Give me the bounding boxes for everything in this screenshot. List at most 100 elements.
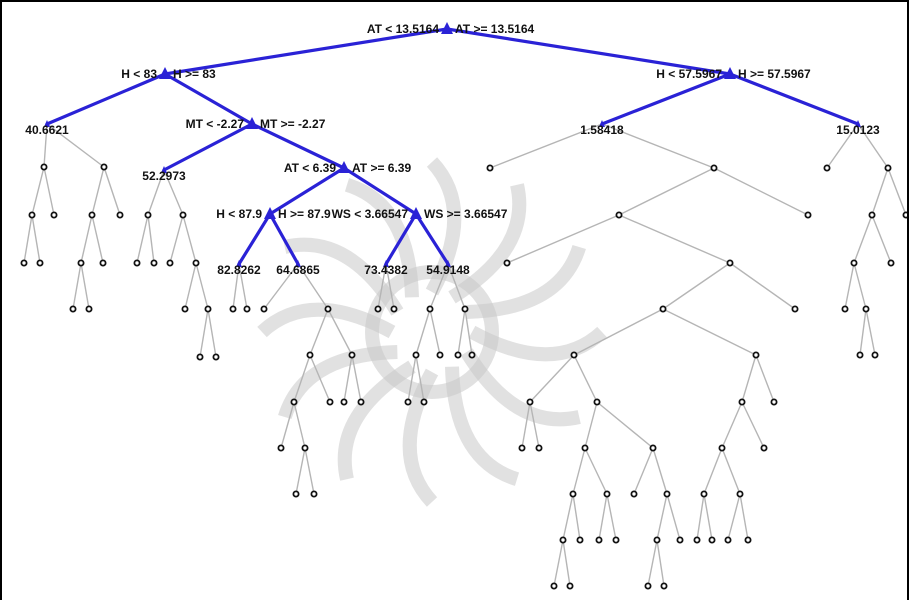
- tree-edge: [633, 447, 654, 495]
- tree-edge: [521, 401, 531, 449]
- tree-node: [420, 398, 428, 406]
- tree-node: [192, 259, 200, 267]
- highlight-edge: [268, 166, 346, 216]
- tree-node: [902, 211, 907, 219]
- tree-edge: [163, 169, 184, 216]
- tree-edge: [713, 167, 809, 216]
- tree-edge: [562, 493, 574, 541]
- tree-edge: [647, 539, 658, 587]
- tree-node: [856, 351, 864, 359]
- tree-edge: [739, 493, 749, 541]
- tree-edge: [429, 263, 449, 310]
- tree-node: [612, 536, 620, 544]
- tree-node: [503, 259, 511, 267]
- tree-edge: [385, 263, 395, 310]
- split-node-icon: [724, 67, 736, 79]
- tree-node: [676, 536, 684, 544]
- tree-node: [436, 351, 444, 359]
- tree-edge: [377, 263, 387, 310]
- tree-node: [179, 211, 187, 219]
- tree-edge: [207, 308, 217, 358]
- tree-node: [461, 305, 469, 313]
- highlight-edge: [45, 72, 167, 126]
- tree-node: [744, 536, 752, 544]
- split-node-icon: [338, 161, 350, 173]
- tree-edge: [407, 354, 417, 403]
- tree-edge: [741, 354, 757, 403]
- split-node-icon: [264, 207, 276, 219]
- tree-edge: [80, 214, 93, 264]
- split-node-icon: [159, 67, 171, 79]
- tree-node: [718, 444, 726, 452]
- tree-edge: [584, 447, 608, 495]
- tree-node: [28, 211, 36, 219]
- tree-edge: [31, 166, 45, 216]
- leaf-node-icon: [44, 120, 50, 127]
- tree-node: [550, 582, 558, 590]
- tree-node: [581, 444, 589, 452]
- tree-edge: [147, 214, 155, 264]
- highlight-edge: [163, 72, 254, 126]
- tree-edge: [727, 493, 741, 541]
- tree-node: [659, 305, 667, 313]
- tree-node: [204, 305, 212, 313]
- tree-edge: [721, 447, 741, 495]
- tree-edge: [415, 308, 431, 356]
- highlight-edge: [163, 27, 449, 76]
- leaf-value-label: 1.58418: [580, 123, 624, 137]
- tree-edge: [43, 166, 55, 216]
- tree-edge: [703, 447, 723, 495]
- split-label-right: WS >= 3.66547: [424, 207, 508, 221]
- tree-node: [570, 351, 578, 359]
- tree-nodes: [20, 22, 907, 590]
- tree-edge: [656, 539, 665, 587]
- tree-edge: [871, 214, 892, 264]
- tree-edge: [662, 262, 731, 310]
- leaf-node-icon: [445, 260, 451, 267]
- leaf-node-icon: [295, 260, 301, 267]
- tree-edge: [297, 263, 329, 310]
- tree-node: [326, 398, 334, 406]
- tree-edge: [584, 401, 598, 449]
- tree-node: [340, 398, 348, 406]
- tree-node: [708, 536, 716, 544]
- tree-node: [841, 305, 849, 313]
- tree-node: [301, 444, 309, 452]
- highlight-edge: [384, 212, 418, 266]
- leaf-node-icon: [599, 120, 605, 127]
- mandala-watermark-icon: [257, 157, 607, 507]
- tree-edge: [729, 262, 796, 310]
- tree-node: [69, 305, 77, 313]
- tree-node: [77, 259, 85, 267]
- tree-node: [404, 398, 412, 406]
- tree-edge: [327, 308, 353, 356]
- leaf-value-label: 40.6621: [25, 123, 69, 137]
- tree-node: [862, 305, 870, 313]
- tree-edge: [857, 123, 889, 169]
- tree-edge: [826, 123, 859, 169]
- tree-node: [535, 444, 543, 452]
- tree-node: [760, 444, 768, 452]
- split-node-icon: [441, 22, 453, 34]
- tree-edge: [415, 354, 425, 403]
- tree-edge: [562, 539, 571, 587]
- tree-edge: [293, 401, 306, 449]
- tree-node: [40, 163, 48, 171]
- tree-edge: [666, 493, 681, 541]
- tree-node: [133, 259, 141, 267]
- split-label-right: H >= 57.5967: [738, 67, 811, 81]
- split-label-left: AT < 13.5164: [367, 22, 439, 36]
- tree-node: [468, 351, 476, 359]
- tree-edge: [606, 493, 617, 541]
- leaf-node-icon: [383, 260, 389, 267]
- tree-edge: [232, 263, 240, 310]
- tree-node: [868, 211, 876, 219]
- tree-node: [660, 582, 668, 590]
- highlight-edge: [268, 212, 300, 266]
- tree-edge: [136, 214, 149, 264]
- tree-edge: [572, 447, 586, 495]
- tree-edge: [309, 308, 329, 356]
- tree-edge: [31, 214, 41, 264]
